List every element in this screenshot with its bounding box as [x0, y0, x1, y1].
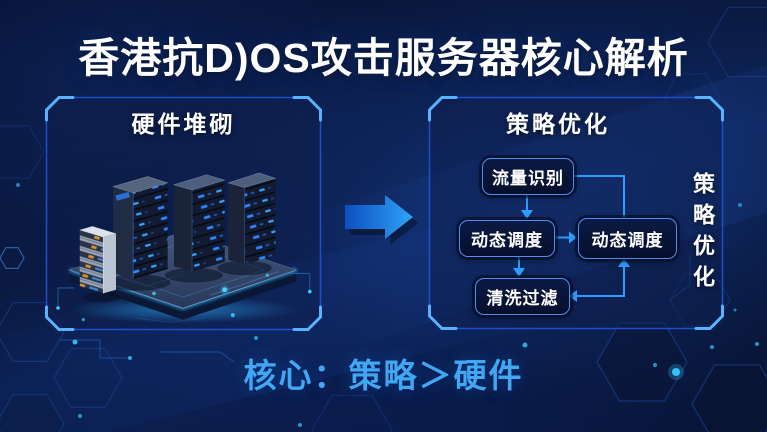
- panel-hardware: 硬件堆砌: [45, 96, 322, 331]
- flow-node-label: 动态调度: [591, 231, 664, 250]
- flow-node-dynamic-scheduling-right: 动态调度: [578, 218, 677, 259]
- hardware-panel-title: 硬件堆砌: [131, 111, 236, 137]
- server-tower: [112, 176, 169, 279]
- flow-node-label: 动态调度: [471, 231, 543, 250]
- panel-frame: [428, 96, 724, 330]
- server-tower: [173, 174, 226, 272]
- flow-node-label: 清洗过滤: [486, 289, 559, 308]
- silver-server: [78, 226, 117, 294]
- flow-node-traffic-recognition: 流量识别: [482, 158, 574, 195]
- panel-strategy: 策略优化 流量识别 动态调度 动态: [428, 96, 724, 330]
- flowchart-connectors: [513, 175, 630, 302]
- flow-node-label: 流量识别: [492, 169, 564, 188]
- strategy-panel-title: 策略优化: [506, 111, 610, 137]
- strategy-side-label: 策略优化: [690, 172, 715, 296]
- flow-node-dynamic-scheduling-left: 动态调度: [459, 220, 555, 257]
- flow-arrow-icon: [345, 195, 418, 245]
- tagline: 核心：策略＞硬件: [243, 357, 524, 394]
- flow-node-cleaning-filtering: 清洗过滤: [475, 278, 570, 315]
- server-racks-illustration: [56, 172, 312, 324]
- page-title: 香港抗D)OS攻击服务器核心解析: [78, 35, 689, 81]
- server-tower: [227, 172, 277, 265]
